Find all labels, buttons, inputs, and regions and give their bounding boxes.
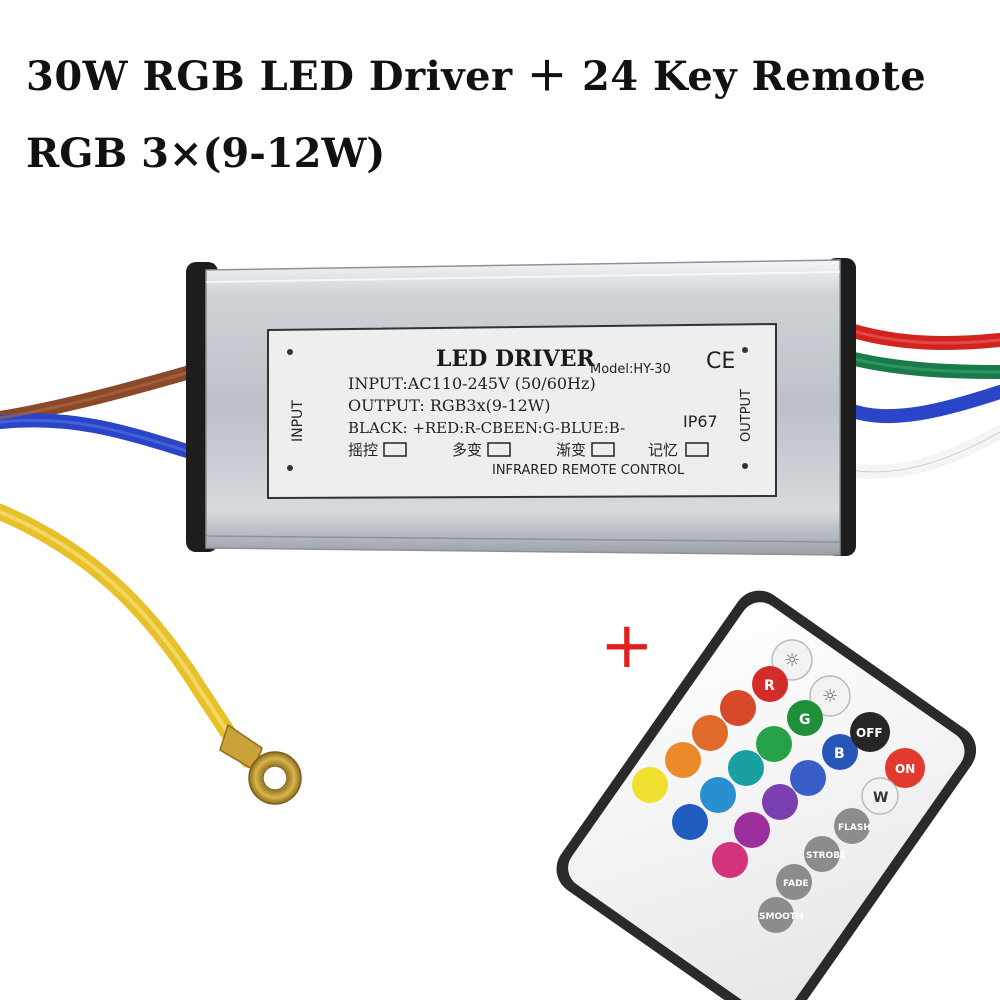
side-label-output: OUTPUT [739,389,754,442]
mode-box-4 [685,442,709,457]
color-key-12[interactable] [712,842,748,878]
color-key-3[interactable] [790,760,826,796]
color-key-6[interactable] [762,784,798,820]
mode-label-2: 多变 [452,441,482,459]
blue-key-label: B [834,746,845,762]
fade-label: FADE [783,879,809,889]
white-key[interactable] [861,777,899,815]
blue-key[interactable] [822,734,858,770]
strobe-button[interactable] [804,836,840,872]
color-key-2[interactable] [756,726,792,762]
on-label: ON [895,762,915,776]
color-key-5[interactable] [728,750,764,786]
mode-label-4: 记忆 [648,441,678,459]
smooth-button[interactable] [758,897,794,933]
smooth-label: SMOOTH [759,912,803,922]
white-key-label: W [873,790,888,806]
mode-box-2 [487,442,511,457]
color-key-1[interactable] [720,690,756,726]
input-wires [0,365,197,459]
plus-sign: + [600,609,654,683]
brightness-down-button[interactable] [809,675,851,717]
color-key-10[interactable] [632,767,668,803]
off-button[interactable] [850,712,890,752]
mode-label-3: 渐变 [556,441,586,459]
headline-subtitle: RGB 3×(9-12W) [26,130,386,177]
off-label: OFF [856,726,883,740]
ip-rating: IP67 [683,412,718,431]
on-button[interactable] [885,748,925,788]
green-key[interactable] [787,700,823,736]
led-driver: LED DRIVER Model:HY-30 CE INPUT:AC110-24… [186,258,856,556]
label-title: LED DRIVER [436,346,595,372]
ground-wire [0,504,302,805]
white-wire [843,425,1000,479]
side-label-input: INPUT [290,400,306,442]
mode-box-3 [591,442,615,457]
ce-mark: CE [706,349,735,374]
color-key-7[interactable] [665,742,701,778]
flash-label: FLASH [838,823,871,833]
brightness-up-button[interactable] [771,639,813,681]
driver-label-plate [267,322,777,500]
color-key-11[interactable] [672,804,708,840]
mode-box-1 [383,442,407,457]
strobe-label: STROBE [806,851,846,861]
color-key-8[interactable] [700,777,736,813]
blue-output-wire [843,385,1000,424]
label-input-spec: INPUT:AC110-245V (50/60Hz) [348,374,596,393]
headline-title: 30W RGB LED Driver ＋ 24 Key Remote [26,53,927,100]
fade-button[interactable] [776,864,812,900]
green-key-label: G [799,712,811,728]
label-model: Model:HY-30 [590,362,671,377]
output-wires [843,323,1000,479]
remote-keypad: ☼ ☼ R G B OFF ON W FLASH STROBE FADE [632,639,925,933]
label-output-spec: OUTPUT: RGB3x(9-12W) [348,396,550,415]
mode-label-1: 摇控 [348,441,378,459]
label-wiring: BLACK: +RED:R-CBEEN:G-BLUE:B- [348,419,625,437]
red-key-label: R [764,678,775,694]
red-key[interactable] [752,666,788,702]
flash-button[interactable] [834,808,870,844]
color-key-9[interactable] [734,812,770,848]
label-footer: INFRARED REMOTE CONTROL [492,463,685,478]
sun-icon-up: ☼ [784,650,800,671]
sun-icon-down: ☼ [822,686,838,707]
color-key-4[interactable] [692,715,728,751]
